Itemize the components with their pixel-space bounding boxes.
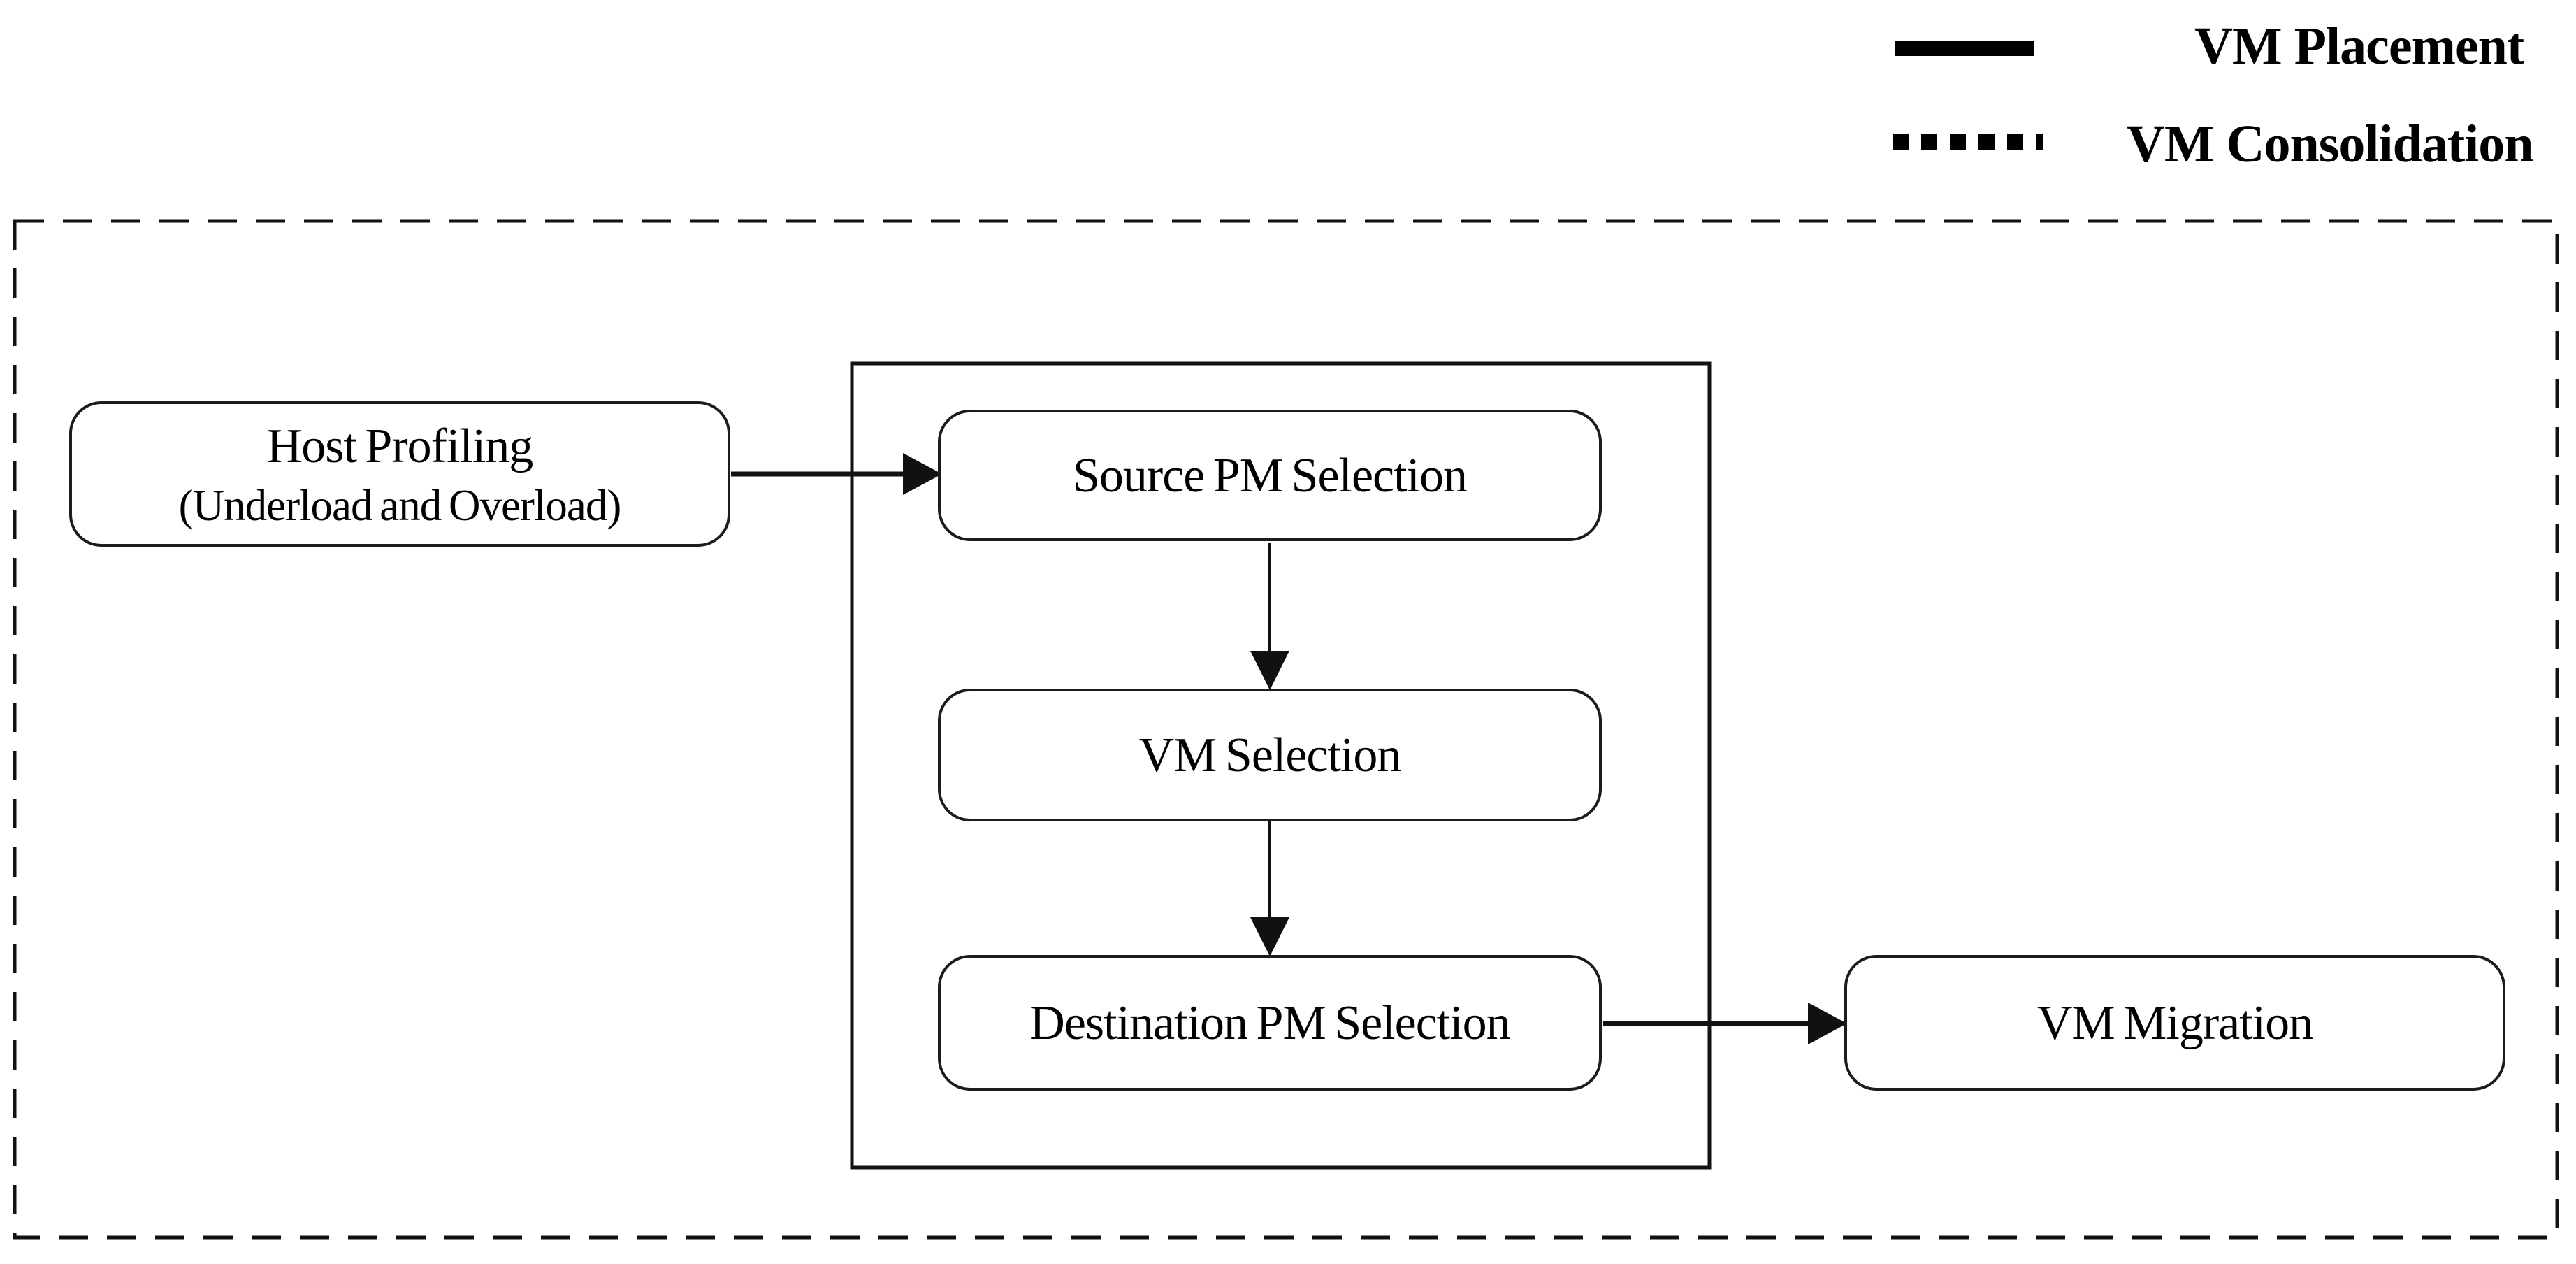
node-vm-selection-label: VM Selection [1138, 728, 1402, 782]
node-vm-migration-label: VM Migration [2036, 996, 2313, 1050]
edge-host-to-source [731, 453, 942, 495]
edge-source-to-vmselection [1250, 543, 1289, 690]
node-host-profiling-label: Host Profiling [266, 419, 534, 474]
selection-group-container [850, 361, 1712, 1170]
solid-line-swatch [1895, 41, 2034, 56]
node-vm-selection: VM Selection [938, 689, 1602, 821]
legend-label-vm-placement: VM Placement [2194, 17, 2524, 76]
node-source-pm-selection-label: Source PM Selection [1072, 448, 1468, 503]
node-host-profiling: Host Profiling (Underload and Overload) [69, 401, 730, 547]
edge-vmselection-to-destination [1250, 821, 1289, 956]
node-host-profiling-sublabel: (Underload and Overload) [178, 481, 622, 531]
node-source-pm-selection: Source PM Selection [938, 410, 1602, 541]
edge-destination-to-migration [1603, 1003, 1847, 1044]
outer-dashed-container [13, 219, 2559, 1240]
node-destination-pm-selection-label: Destination PM Selection [1029, 996, 1510, 1050]
legend-label-vm-consolidation: VM Consolidation [2127, 115, 2534, 173]
dashed-line-swatch [1893, 134, 2043, 150]
node-destination-pm-selection: Destination PM Selection [938, 955, 1602, 1091]
node-vm-migration: VM Migration [1844, 955, 2505, 1091]
